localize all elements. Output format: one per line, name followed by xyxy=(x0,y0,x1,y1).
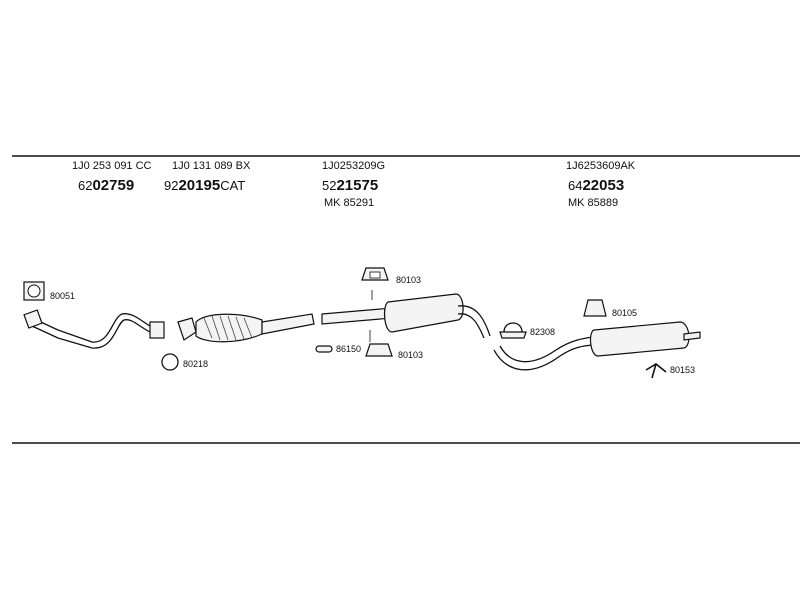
group-1-number: 6202759 xyxy=(78,177,134,194)
label-80051: 80051 xyxy=(50,291,75,301)
group-3-mk: MK 85291 xyxy=(324,197,374,209)
group-2-suffix: CAT xyxy=(220,178,245,193)
group-3-code: 1J0253209G xyxy=(322,160,385,172)
flange-gasket-icon xyxy=(23,281,45,301)
rubber-mount-icon xyxy=(361,267,389,281)
label-80103-top: 80103 xyxy=(396,275,421,285)
group-3-number: 5221575 xyxy=(322,177,378,194)
group-4-code: 1J6253609AK xyxy=(566,160,636,172)
rubber-mount-icon xyxy=(365,343,393,357)
group-4-main: 22053 xyxy=(582,177,624,194)
middle-silencer-icon xyxy=(321,293,491,339)
group-3-main: 21575 xyxy=(336,177,378,194)
gasket-ring-icon xyxy=(161,353,179,371)
group-1-main: 02759 xyxy=(92,177,134,194)
group-4-prefix: 64 xyxy=(568,178,582,193)
group-2-main: 20195 xyxy=(178,177,220,194)
label-80105: 80105 xyxy=(612,308,637,318)
label-82308: 82308 xyxy=(530,327,555,337)
group-catalyst: 1J0 131 089 BX 9220195CAT xyxy=(164,160,251,194)
group-3-prefix: 52 xyxy=(322,178,336,193)
bracket-icon xyxy=(645,363,667,379)
group-4-number: 6422053 xyxy=(568,177,624,194)
label-80153: 80153 xyxy=(670,365,695,375)
group-2-number: 9220195CAT xyxy=(164,177,245,194)
clamp-icon xyxy=(315,345,333,353)
group-front-pipe: 1J0 253 091 CC 6202759 xyxy=(72,160,152,194)
rear-silencer-icon xyxy=(493,321,701,371)
group-4-mk: MK 85889 xyxy=(568,197,618,209)
group-middle-silencer: 1J0253209G 5221575 MK 85291 xyxy=(322,160,385,209)
group-2-code: 1J0 131 089 BX xyxy=(172,160,251,172)
group-rear-silencer: 1J6253609AK 6422053 MK 85889 xyxy=(566,160,636,209)
group-2-prefix: 92 xyxy=(164,178,178,193)
catalytic-converter-icon xyxy=(177,313,315,343)
clamp-icon xyxy=(499,322,527,339)
rubber-mount-icon xyxy=(583,299,607,317)
label-80103-bottom: 80103 xyxy=(398,350,423,360)
group-1-code: 1J0 253 091 CC xyxy=(72,160,152,172)
group-1-prefix: 62 xyxy=(78,178,92,193)
label-86150: 86150 xyxy=(336,344,361,354)
front-pipe-icon xyxy=(23,309,165,349)
label-80218: 80218 xyxy=(183,359,208,369)
